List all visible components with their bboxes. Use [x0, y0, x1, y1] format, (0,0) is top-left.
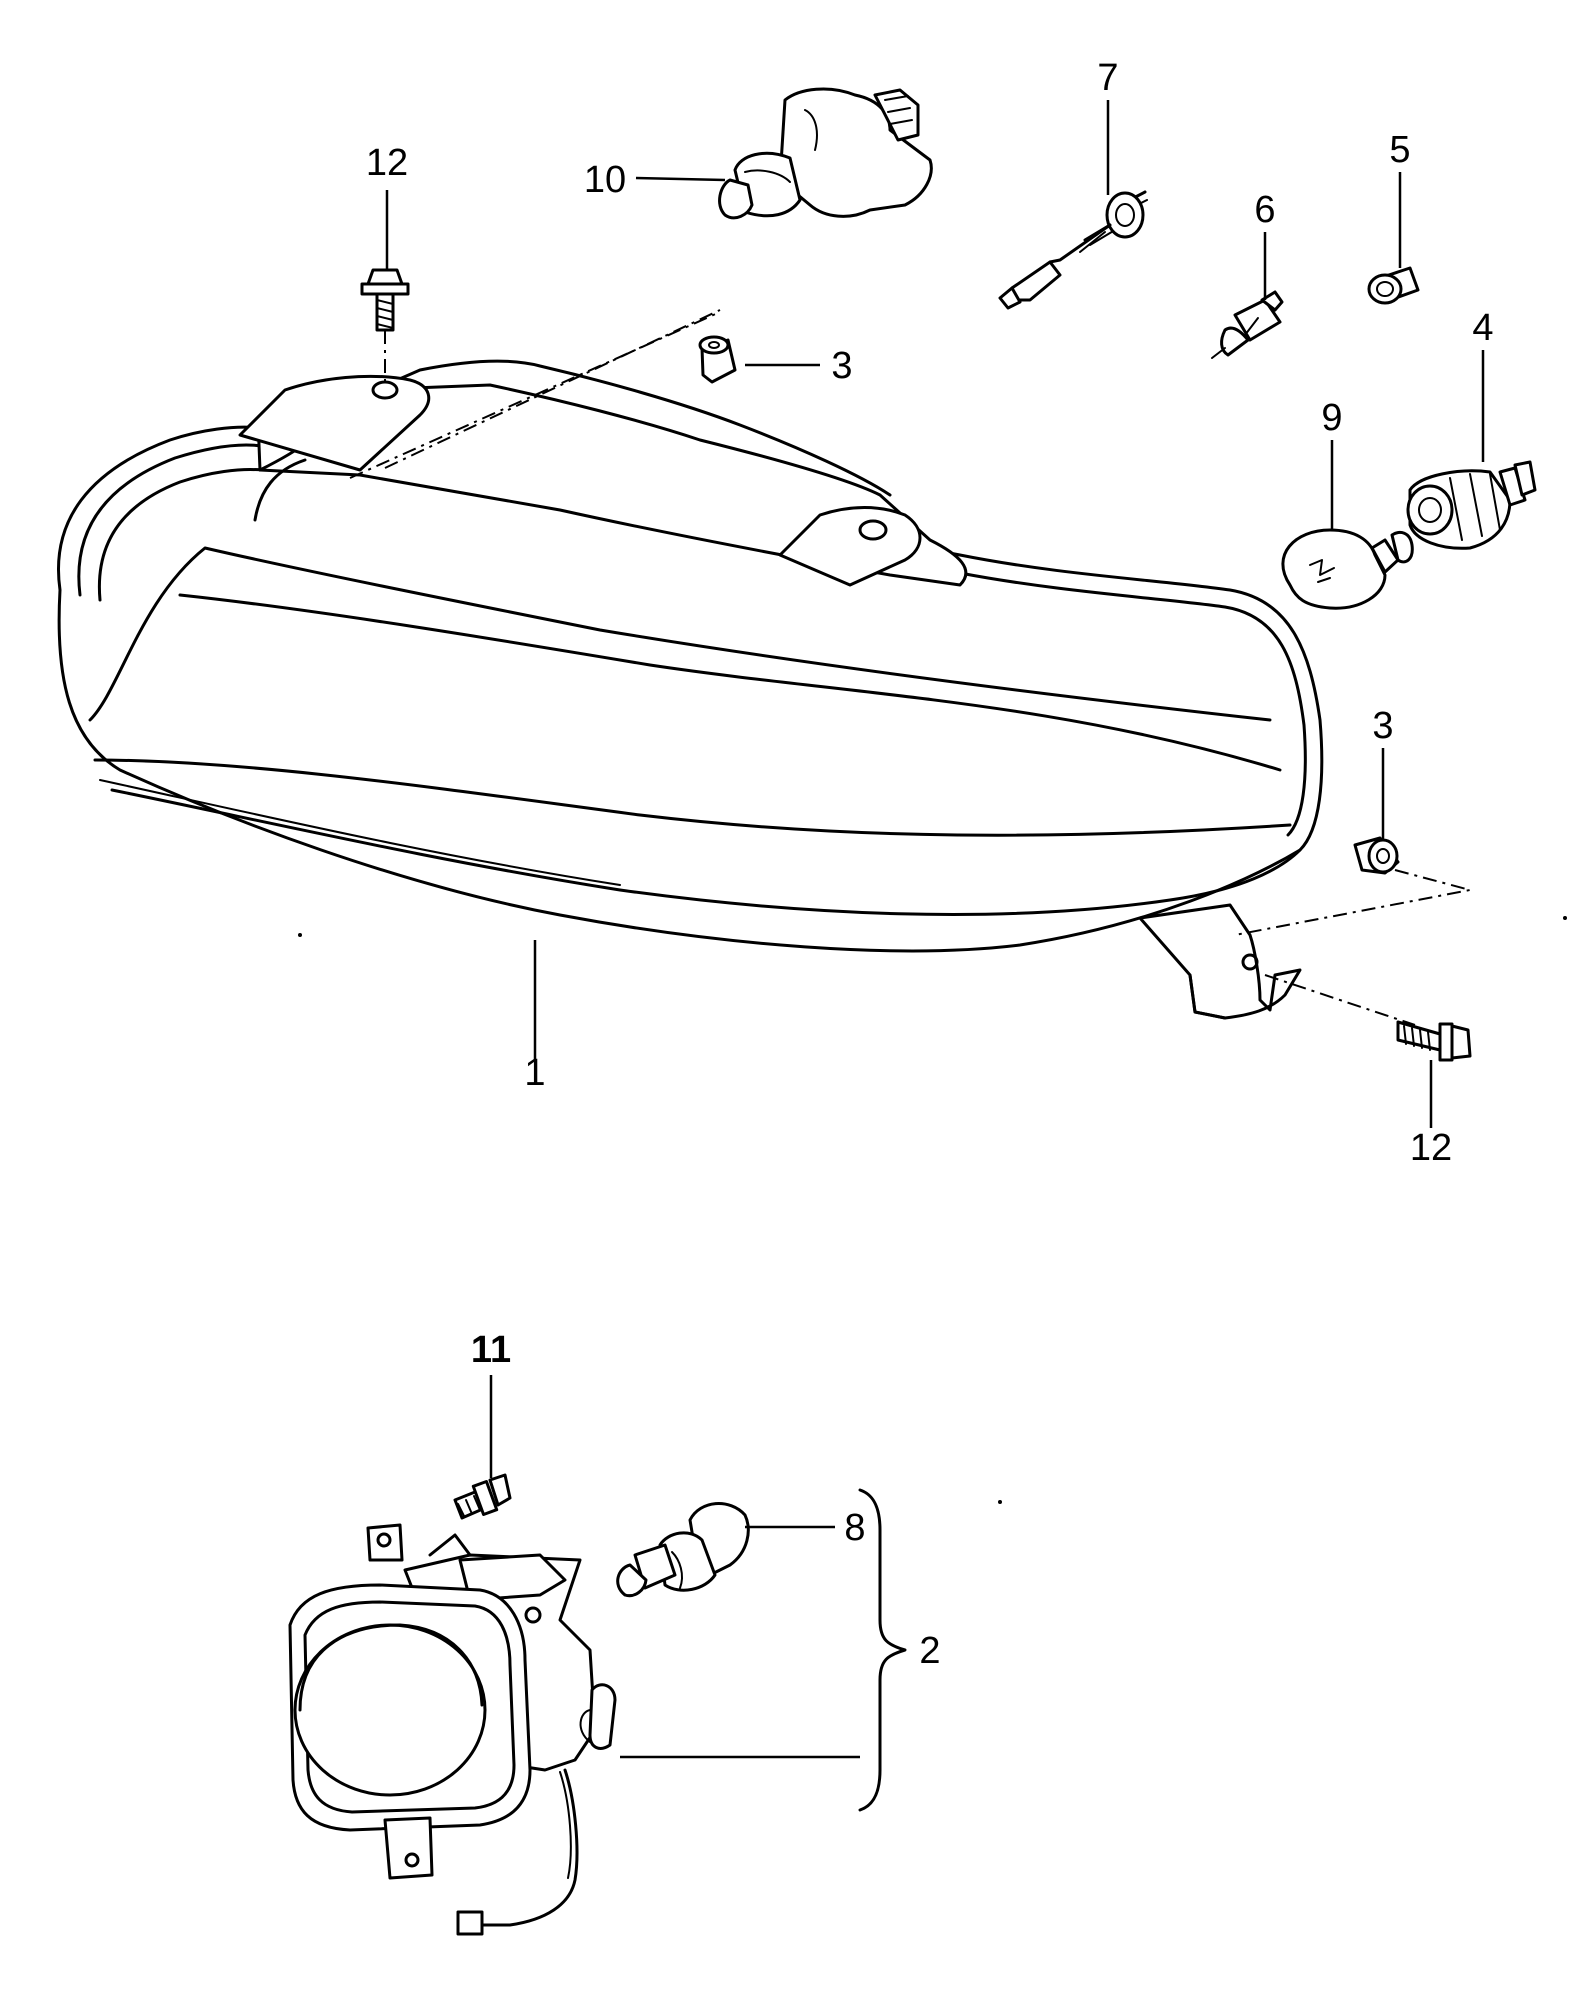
headlight-assembly — [57, 359, 1324, 1020]
nut-clip-icon — [698, 335, 737, 384]
assembly-line-top-2 — [349, 311, 721, 479]
turn-signal-bulb-icon — [1281, 528, 1414, 610]
assembly-line-right — [1234, 869, 1471, 936]
callout-12-top: 12 — [366, 142, 408, 184]
group-bracket — [858, 1488, 907, 1812]
callout-3-right: 3 — [1372, 705, 1393, 747]
fog-light-assembly — [288, 1523, 617, 1936]
parking-bulb-socket-icon — [998, 190, 1148, 310]
callout-8: 8 — [844, 1507, 865, 1549]
assembly-line-bracket — [1264, 974, 1416, 1026]
callout-6: 6 — [1254, 189, 1275, 231]
callout-11: 11 — [471, 1329, 511, 1371]
bolt-icon — [360, 268, 410, 332]
callout-2: 2 — [919, 1630, 940, 1672]
scan-speck — [998, 1500, 1002, 1504]
callout-4: 4 — [1472, 307, 1493, 349]
callout-10: 10 — [584, 159, 626, 201]
festoon-bulb-icon — [1211, 290, 1284, 359]
nut-clip-icon — [1353, 836, 1400, 875]
headlight-bulb-icon — [718, 87, 933, 220]
screw-icon — [453, 1473, 512, 1520]
bulb-socket-icon — [1406, 460, 1537, 550]
bolt-icon — [1396, 1020, 1472, 1062]
callout-7: 7 — [1097, 57, 1118, 99]
callout-12-right: 12 — [1410, 1127, 1452, 1169]
assembly-line-top — [384, 309, 721, 469]
scan-speck — [298, 933, 302, 937]
callout-9: 9 — [1321, 397, 1342, 439]
grommet-icon — [1367, 266, 1420, 305]
scan-speck — [1563, 916, 1567, 920]
callout-3-top: 3 — [831, 345, 852, 387]
callout-1: 1 — [524, 1052, 545, 1094]
callout-5: 5 — [1389, 129, 1410, 171]
leader-lines — [385, 100, 1485, 1759]
fog-bulb-icon — [616, 1502, 750, 1598]
